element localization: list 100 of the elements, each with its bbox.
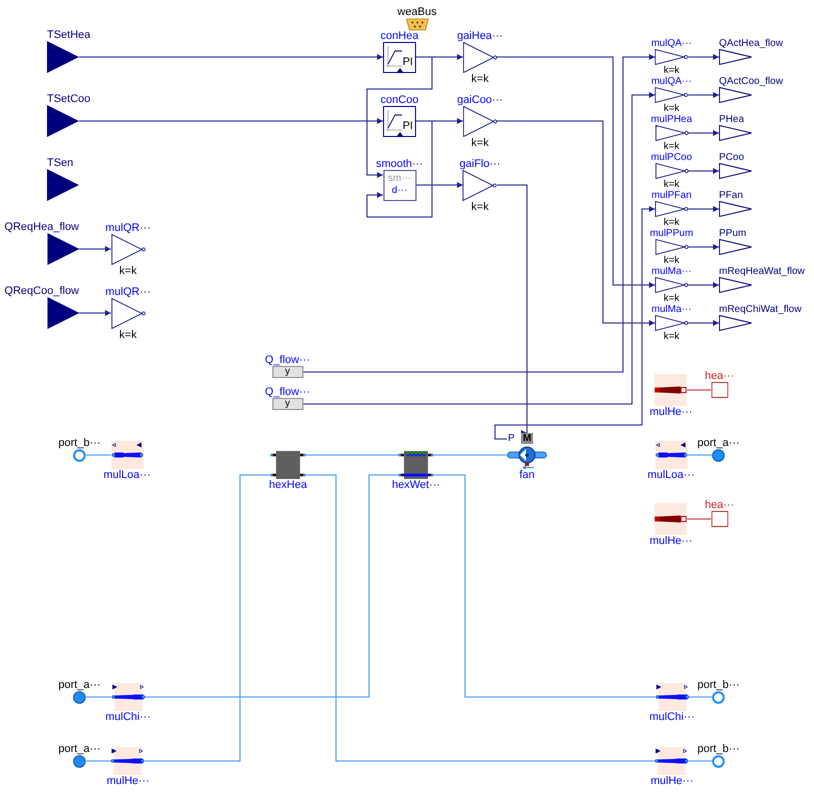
component-label: TSetCoo [47, 93, 90, 105]
component-label: QActCoo_flow [719, 76, 783, 87]
component-label: TSen [47, 157, 74, 169]
connector-line [78, 54, 384, 60]
component-label: mulHe··· [650, 406, 692, 418]
connector-line [494, 206, 656, 440]
component-label: conCoo [380, 94, 418, 106]
component-label: mulHe··· [650, 535, 692, 547]
connector-line [306, 454, 398, 456]
connector-line [86, 696, 112, 698]
component-label: mulPFan [652, 190, 692, 201]
connector-line [78, 118, 384, 124]
parameter-label: k=k [664, 103, 680, 114]
component-label: TSetHea [47, 29, 90, 41]
block-text: sm··· [388, 173, 412, 185]
connector-line [434, 454, 508, 456]
connector-line [496, 184, 530, 434]
connector-line [686, 454, 712, 456]
parameter-label: k=k [471, 72, 489, 84]
connector-line [496, 120, 656, 326]
parameter-label: k=k [664, 255, 680, 266]
connector-line [302, 54, 656, 372]
component-label: mulQR··· [105, 286, 151, 298]
component-label: port_a··· [697, 436, 740, 448]
component-label: port_a··· [58, 678, 101, 690]
component-label: mulHe··· [650, 775, 694, 787]
component-label: Q_flow··· [264, 354, 310, 366]
connector-line [688, 54, 720, 60]
component-label: mReqChiWat_flow [719, 304, 802, 315]
parameter-label: k=k [664, 293, 680, 304]
connector-line [686, 518, 712, 520]
component-label: gaiHea··· [457, 30, 503, 42]
parameter-label: k=k [664, 217, 680, 228]
component-label: mulQA··· [651, 76, 692, 87]
component-label: mulMa··· [652, 266, 692, 277]
component-label: port_b··· [697, 742, 740, 754]
block-text: d··· [392, 185, 408, 197]
connector-line [688, 282, 720, 288]
connector-line [688, 168, 720, 174]
component-label: PCoo [719, 152, 744, 163]
component-label: port_a··· [58, 742, 101, 754]
component-label: QActHea_flow [719, 38, 783, 49]
connector-line [86, 760, 112, 762]
component-label: PHea [719, 114, 744, 125]
connector-line [78, 246, 112, 252]
signal-source-block: y [272, 398, 303, 410]
connector-line [434, 474, 656, 698]
component-label: QReqHea_flow [4, 221, 79, 233]
connector-line [306, 474, 656, 762]
component-label: fan [519, 469, 535, 481]
component-label: PPum [719, 228, 746, 239]
parameter-label: k=k [119, 264, 137, 276]
component-label: mulLoa··· [647, 469, 695, 481]
component-label: port_b··· [58, 436, 101, 448]
connector-line [688, 320, 720, 326]
component-label: hexHea [269, 479, 307, 491]
component-label: mulLoa··· [103, 469, 151, 481]
port-label: P [508, 433, 515, 444]
connector-line [78, 310, 112, 316]
component-label: mulChi··· [649, 711, 695, 723]
signal-source-block: y [272, 366, 303, 378]
component-label: port_b··· [697, 678, 740, 690]
component-label: hea··· [704, 499, 734, 511]
component-label: mulHe··· [106, 775, 150, 787]
component-label: QReqCoo_flow [4, 285, 79, 297]
component-label: mulChi··· [105, 711, 151, 723]
parameter-label: k=k [664, 65, 680, 76]
component-label: mulMa··· [652, 304, 692, 315]
parameter-label: k=k [471, 136, 489, 148]
component-label: PFan [719, 190, 743, 201]
component-label: mReqHeaWat_flow [719, 266, 805, 277]
component-label: smooth··· [376, 158, 424, 170]
component-label: mulQA··· [651, 38, 692, 49]
connector-line [688, 696, 712, 698]
parameter-label: k=k [119, 328, 137, 340]
block-text: PI [402, 56, 413, 68]
connector-line [302, 92, 656, 404]
component-label: mulPPum [650, 228, 694, 239]
component-label: weaBus [397, 6, 437, 18]
connector-line [144, 474, 270, 762]
component-label: hexWet··· [392, 479, 440, 491]
component-label: mulQR··· [105, 222, 151, 234]
connector-line [688, 130, 720, 136]
parameter-label: k=k [664, 179, 680, 190]
component-label: gaiFlo··· [460, 158, 500, 170]
connector-line [688, 92, 720, 98]
parameter-label: k=k [664, 331, 680, 342]
component-label: gaiCoo··· [457, 94, 503, 106]
component-label: hea··· [704, 370, 734, 382]
component-label: conHea [380, 30, 418, 42]
connector-line [366, 120, 432, 218]
connector-line [416, 182, 464, 188]
connector-line [366, 56, 432, 178]
connector-line [688, 206, 720, 212]
motor-symbol: M [521, 433, 533, 444]
connector-line [144, 474, 398, 698]
connector-line [688, 244, 720, 250]
component-label: Q_flow··· [264, 386, 310, 398]
connector-line [688, 760, 712, 762]
connector-line [496, 56, 656, 288]
